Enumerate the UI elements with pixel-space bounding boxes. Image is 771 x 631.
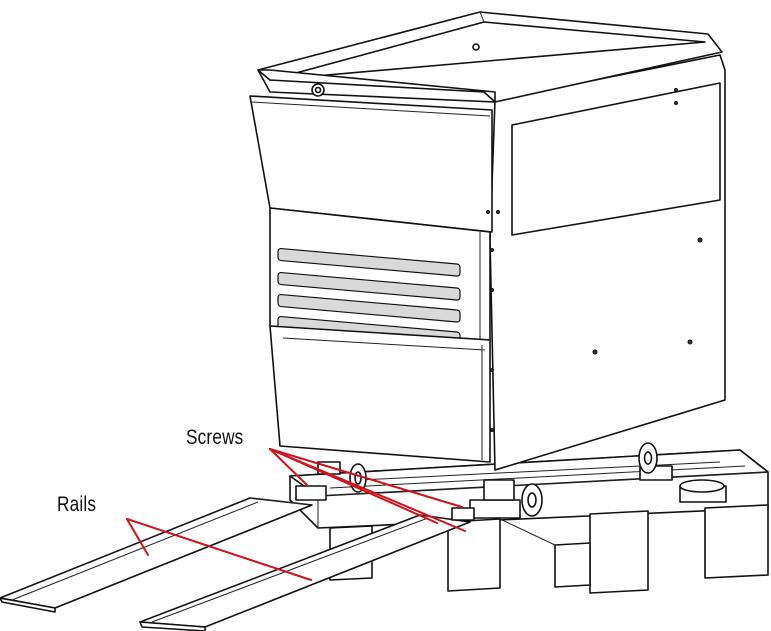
rails-leader-2 bbox=[126, 518, 312, 581]
screws-leaders bbox=[269, 448, 466, 532]
screws-leader-2 bbox=[269, 448, 463, 508]
screws-label: Screws bbox=[186, 426, 244, 449]
rails-label: Rails bbox=[57, 493, 97, 516]
centrifuge-body bbox=[249, 11, 726, 471]
screws-leader-4 bbox=[269, 448, 466, 532]
rails-leaders bbox=[126, 518, 312, 581]
rails-leader-1 bbox=[126, 518, 149, 556]
screws-leader-1 bbox=[269, 448, 308, 486]
